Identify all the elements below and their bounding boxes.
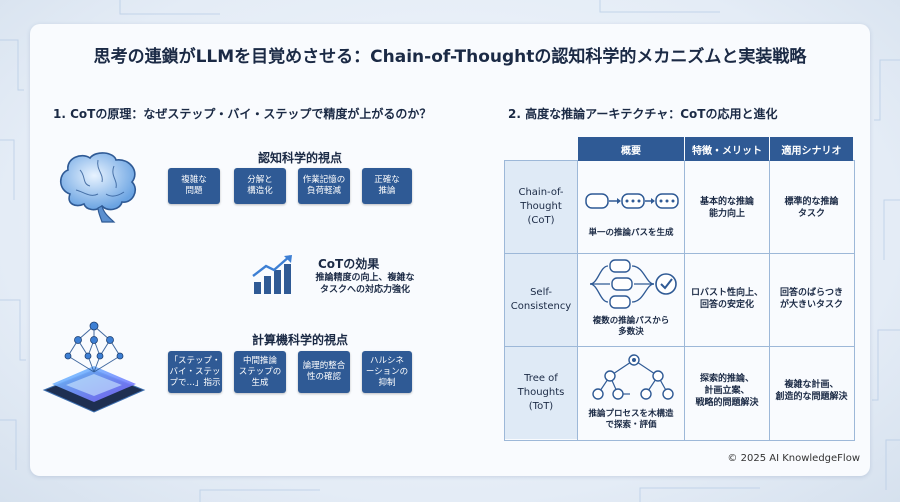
copyright-footer: © 2025 AI KnowledgeFlow [727, 453, 860, 464]
computational-step-4: ハルシネーションの抑制 [362, 351, 412, 393]
row-label-sc-line-1: Self- [530, 287, 552, 298]
sc-overview: 複数の推論パスから多数決 [578, 316, 684, 338]
computational-step-1-line-3: プで…」指示 [169, 377, 221, 388]
sc-merit-line-1: ロバスト性向上、 [690, 288, 763, 298]
row-label-cot-line-3: (CoT) [527, 215, 555, 226]
column-header-overview: 概要 [578, 137, 684, 161]
row-label-tot-line-3: (ToT) [528, 401, 554, 412]
computational-step-3: 論理的整合性の確認 [298, 351, 350, 393]
brain-icon [59, 152, 137, 223]
cognitive-step-2-line-2: 構造化 [247, 186, 273, 196]
computational-view-title: 計算機科学的視点 [251, 333, 348, 347]
page-title: 思考の連鎖がLLMを目覚めさせる：Chain-of-Thoughtの認知科学的メ… [93, 47, 807, 67]
row-label-cot-line-1: Chain-of- [518, 187, 564, 198]
row-label-sc-line-2: Consistency [510, 301, 572, 312]
computational-step-3-line-2: 性の確認 [306, 372, 341, 382]
tot-merit-line-2: 計画立案、 [704, 386, 750, 396]
row-label-tot-line-2: Thoughts [517, 387, 565, 398]
cognitive-step-1-line-2: 問題 [185, 186, 203, 196]
left-section-heading: 1. CoTの原理：なぜステップ・バイ・ステップで精度が上がるのか？ [53, 107, 432, 121]
tree-icon [592, 354, 674, 400]
neural-network-chip-icon [42, 321, 146, 413]
effect-description-line-2: タスクへの対応力強化 [319, 285, 410, 295]
right-section-heading: 2. 高度な推論アーキテクチャ：CoTの応用と進化 [508, 107, 778, 121]
row-label-tot: Tree of Thoughts (ToT) [505, 347, 577, 439]
tot-scenario-line-2: 創造的な問題解決 [775, 392, 848, 402]
cognitive-step-3: 作業記憶の負荷軽減 [298, 168, 350, 204]
tot-scenario: 複雑な計画、創造的な問題解決 [770, 379, 853, 403]
cot-merit-line-1: 基本的な推論 [699, 197, 754, 207]
computational-step-1-line-2: バイ・ステッ [169, 366, 221, 377]
cognitive-step-1: 複雑な問題 [168, 168, 220, 204]
sc-overview-line-1: 複数の推論パスから [592, 316, 670, 326]
sc-scenario-line-2: が大きいタスク [779, 300, 843, 310]
computational-step-4-line-3: 抑制 [378, 377, 396, 388]
column-header-merit: 特徴・メリット [685, 137, 769, 161]
computational-step-2-line-2: ステップの [238, 366, 282, 377]
sc-scenario: 回答のばらつきが大きいタスク [770, 287, 853, 311]
row-label-tot-line-1: Tree of [524, 373, 558, 384]
tot-overview-line-2: で探索・評価 [605, 420, 657, 430]
cot-overview: 単一の推論パスを生成 [588, 228, 674, 238]
row-label-cot: Chain-of- Thought (CoT) [505, 161, 577, 253]
cognitive-step-4-line-2: 推論 [378, 186, 396, 196]
cognitive-step-2: 分解と構造化 [234, 168, 286, 204]
tot-merit-line-3: 戦略的問題解決 [695, 398, 759, 408]
computational-step-2: 中間推論ステップの生成 [234, 351, 286, 393]
tot-overview-line-1: 推論プロセスを木構造 [588, 409, 674, 419]
cot-scenario-line-2: タスク [797, 209, 825, 219]
sc-overview-line-2: 多数決 [618, 327, 644, 337]
cognitive-step-2-line-1: 分解と [247, 175, 273, 185]
computational-step-2-line-1: 中間推論 [242, 355, 277, 366]
cognitive-step-3-line-1: 作業記憶の [302, 175, 346, 185]
cot-merit-line-2: 能力向上 [708, 209, 745, 219]
column-header-scenario: 適用シナリオ [770, 137, 853, 161]
sc-merit: ロバスト性向上、回答の安定化 [685, 287, 769, 311]
checkmark-icon [589, 259, 677, 309]
computational-step-4-line-1: ハルシネ [369, 355, 404, 366]
row-label-cot-line-2: Thought [520, 201, 562, 212]
computational-step-1-line-1: 「ステップ・ [169, 355, 221, 366]
cognitive-step-1-line-1: 複雑な [181, 175, 207, 185]
cot-scenario-line-1: 標準的な推論 [784, 197, 839, 207]
cognitive-step-4-line-1: 正確な [374, 175, 400, 185]
row-label-self-consistency: Self- Consistency [505, 254, 577, 346]
effect-description: 推論精度の向上、複雑な タスクへの対応力強化 [300, 272, 430, 296]
tot-scenario-line-1: 複雑な計画、 [784, 380, 839, 390]
sc-merit-line-2: 回答の安定化 [699, 300, 754, 310]
computational-step-2-line-3: 生成 [251, 377, 269, 388]
tot-merit-line-1: 探索的推論、 [699, 374, 754, 384]
computational-step-1: 「ステップ・バイ・ステップで…」指示 [168, 351, 222, 393]
tot-overview: 推論プロセスを木構造で探索・評価 [578, 409, 684, 431]
effect-description-line-1: 推論精度の向上、複雑な [315, 273, 415, 283]
cot-scenario: 標準的な推論タスク [770, 196, 853, 220]
cognitive-view-title: 認知科学的視点 [257, 151, 342, 165]
computational-step-3-line-1: 論理的整合 [302, 361, 346, 371]
effect-title: CoTの効果 [318, 257, 380, 271]
sc-scenario-line-1: 回答のばらつき [779, 288, 843, 298]
growth-chart-icon [252, 255, 292, 294]
tot-merit: 探索的推論、計画立案、戦略的問題解決 [685, 373, 769, 409]
computational-step-4-line-2: ーションの [365, 366, 409, 377]
cognitive-step-4: 正確な推論 [362, 168, 412, 204]
cot-merit: 基本的な推論能力向上 [685, 196, 769, 220]
cognitive-step-3-line-2: 負荷軽減 [306, 186, 341, 196]
speech-bubble-icon [585, 193, 679, 209]
